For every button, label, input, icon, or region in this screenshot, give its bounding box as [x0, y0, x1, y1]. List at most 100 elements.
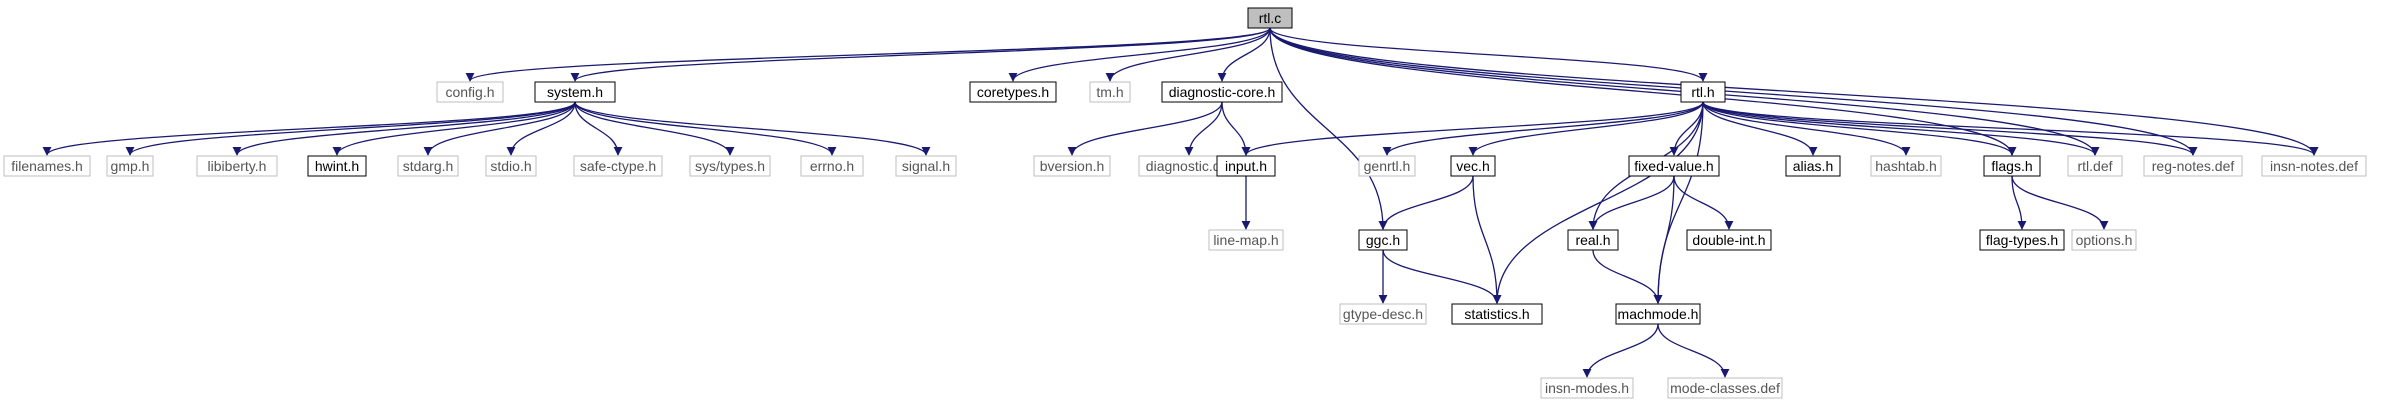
node-libiberty_h[interactable]: libiberty.h	[196, 155, 278, 177]
node-box	[1358, 155, 1416, 177]
node-mode_classes_def[interactable]: mode-classes.def	[1667, 377, 1783, 399]
edge-diagnostic_core_h-to-bversion_h	[1067, 101, 1223, 156]
node-machmode_h[interactable]: machmode.h	[1615, 303, 1701, 325]
node-real_h[interactable]: real.h	[1567, 229, 1619, 251]
edge-system_h-to-libiberty_h	[232, 101, 576, 156]
node-signal_h[interactable]: signal.h	[895, 155, 957, 177]
edge-rtl_c-to-flags_h	[1269, 27, 2017, 156]
edge-rtl_c-to-tm_h	[1105, 27, 1271, 82]
node-gmp_h[interactable]: gmp.h	[106, 155, 154, 177]
node-label: mode-classes.def	[1670, 380, 1780, 396]
nodes: rtl.c config.h system.h coretypes.h tm.h diag…	[3, 7, 2367, 399]
node-stdarg_h[interactable]: stdarg.h	[397, 155, 459, 177]
edge-rtl_h-to-gentrl_h	[1382, 101, 1704, 156]
node-box	[2067, 155, 2123, 177]
node-vec_h[interactable]: vec.h	[1450, 155, 1496, 177]
node-label: vec.h	[1456, 158, 1489, 174]
node-label: genrtl.h	[1364, 158, 1411, 174]
node-box	[1339, 303, 1427, 325]
edge-rtl_c-to-diagnostic_core_h	[1217, 27, 1271, 82]
node-coretypes_h[interactable]: coretypes.h	[969, 81, 1057, 103]
edges	[42, 27, 2319, 378]
node-label: ggc.h	[1366, 232, 1400, 248]
node-label: alias.h	[1793, 158, 1833, 174]
node-flags_h[interactable]: flags.h	[1983, 155, 2041, 177]
node-gentrl_h[interactable]: genrtl.h	[1358, 155, 1416, 177]
node-box	[689, 155, 771, 177]
edge-system_h-to-sys_types_h	[574, 101, 735, 156]
node-insn_notes_def[interactable]: insn-notes.def	[2261, 155, 2367, 177]
node-config_h[interactable]: config.h	[436, 81, 504, 103]
node-label: line-map.h	[1213, 232, 1278, 248]
node-label: signal.h	[902, 158, 950, 174]
node-ggc_h[interactable]: ggc.h	[1358, 229, 1408, 251]
node-input_h[interactable]: input.h	[1216, 155, 1276, 177]
node-line_map_h[interactable]: line-map.h	[1208, 229, 1284, 251]
node-box	[1983, 155, 2041, 177]
edge-machmode_h-to-mode_classes_def	[1657, 323, 1730, 378]
node-insn_modes_h[interactable]: insn-modes.h	[1540, 377, 1634, 399]
node-options_h[interactable]: options.h	[2071, 229, 2137, 251]
edge-flags_h-to-options_h	[2011, 175, 2109, 230]
node-hwint_h[interactable]: hwint.h	[307, 155, 367, 177]
node-tm_h[interactable]: tm.h	[1089, 81, 1131, 103]
node-box	[1540, 377, 1634, 399]
node-box	[397, 155, 459, 177]
node-label: flag-types.h	[1986, 232, 2058, 248]
node-label: flags.h	[1991, 158, 2032, 174]
node-box	[1451, 303, 1543, 325]
node-double_int_h[interactable]: double-int.h	[1686, 229, 1772, 251]
node-label: machmode.h	[1618, 306, 1699, 322]
edge-diagnostic_core_h-to-diagnostic_def	[1184, 101, 1223, 156]
node-statistics_h[interactable]: statistics.h	[1451, 303, 1543, 325]
edge-ggc_h-to-statistics_h	[1382, 249, 1502, 304]
node-diagnostic_def[interactable]: diagnostic.def	[1138, 155, 1240, 177]
node-rtl_c[interactable]: rtl.c	[1247, 7, 1293, 29]
node-reg_notes_def[interactable]: reg-notes.def	[2143, 155, 2243, 177]
node-label: safe-ctype.h	[580, 158, 656, 174]
edge-fixed_value_h-to-double_int_h	[1673, 175, 1734, 230]
edge-system_h-to-stdarg_h	[423, 101, 576, 156]
edge-vec_h-to-statistics_h	[1472, 175, 1502, 304]
edge-rtl_h-to-insn_notes_def	[1702, 101, 2319, 156]
edge-system_h-to-safe_ctype_h	[574, 101, 623, 156]
node-label: real.h	[1575, 232, 1610, 248]
node-box	[1785, 155, 1841, 177]
node-bversion_h[interactable]: bversion.h	[1033, 155, 1111, 177]
node-box	[1567, 229, 1619, 251]
node-gtype_desc_h[interactable]: gtype-desc.h	[1339, 303, 1427, 325]
node-label: hashtab.h	[1875, 158, 1937, 174]
node-alias_h[interactable]: alias.h	[1785, 155, 1841, 177]
node-diagnostic_core_h[interactable]: diagnostic-core.h	[1161, 81, 1283, 103]
node-system_h[interactable]: system.h	[534, 81, 616, 103]
node-sys_types_h[interactable]: sys/types.h	[689, 155, 771, 177]
node-box	[2071, 229, 2137, 251]
node-fixed_value_h[interactable]: fixed-value.h	[1628, 155, 1720, 177]
node-hashtab_h[interactable]: hashtab.h	[1870, 155, 1942, 177]
node-safe_ctype_h[interactable]: safe-ctype.h	[573, 155, 663, 177]
node-box	[307, 155, 367, 177]
node-stdio_h[interactable]: stdio.h	[485, 155, 537, 177]
node-label: gmp.h	[111, 158, 150, 174]
node-box	[1358, 229, 1408, 251]
node-label: rtl.h	[1691, 84, 1714, 100]
edge-rtl_h-to-hashtab_h	[1702, 101, 1911, 156]
node-flag_types_h[interactable]: flag-types.h	[1979, 229, 2065, 251]
edge-rtl_h-to-fixed_value_h	[1669, 101, 1704, 156]
edge-rtl_h-to-statistics_h	[1492, 101, 1704, 304]
edge-rtl_c-to-insn_notes_def	[1269, 27, 2319, 156]
node-errno_h[interactable]: errno.h	[800, 155, 864, 177]
edge-vec_h-to-ggc_h	[1378, 175, 1474, 230]
node-label: filenames.h	[11, 158, 83, 174]
node-label: insn-modes.h	[1545, 380, 1629, 396]
node-rtl_h[interactable]: rtl.h	[1680, 81, 1726, 103]
node-label: fixed-value.h	[1634, 158, 1713, 174]
node-filenames_h[interactable]: filenames.h	[3, 155, 91, 177]
node-rtl_def[interactable]: rtl.def	[2067, 155, 2123, 177]
edge-rtl_c-to-coretypes_h	[1008, 27, 1271, 82]
edge-system_h-to-errno_h	[574, 101, 837, 156]
node-label: diagnostic-core.h	[1169, 84, 1276, 100]
node-box	[1216, 155, 1276, 177]
node-box	[1628, 155, 1720, 177]
